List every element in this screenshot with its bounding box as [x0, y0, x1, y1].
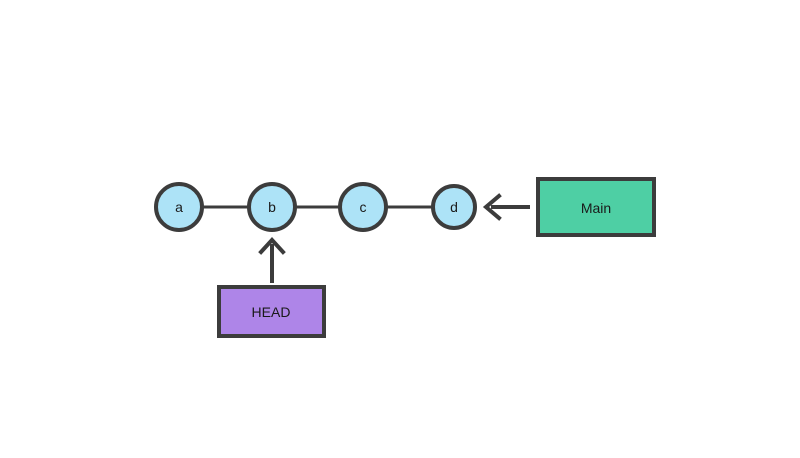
commit-node-d[interactable]: d — [431, 184, 477, 230]
head-box-rect — [217, 285, 326, 338]
branch-label-main[interactable]: Main — [536, 177, 656, 237]
commit-circle-a — [154, 182, 204, 232]
commit-circle-c — [338, 182, 388, 232]
commit-node-c[interactable]: c — [338, 182, 388, 232]
branch-box-main-rect — [536, 177, 656, 237]
commit-label-b: b — [268, 199, 276, 215]
commit-node-b[interactable]: b — [247, 182, 297, 232]
head-box-label: HEAD — [252, 304, 291, 320]
commit-label-c: c — [360, 199, 367, 215]
head-label-box[interactable]: HEAD — [217, 285, 326, 338]
commit-label-d: d — [450, 199, 458, 215]
main-pointer-arrow-icon — [482, 193, 530, 221]
commit-label-a: a — [175, 199, 183, 215]
commit-circle-d — [431, 184, 477, 230]
commit-node-a[interactable]: a — [154, 182, 204, 232]
commit-circle-b — [247, 182, 297, 232]
head-pointer-arrow-icon — [258, 237, 286, 283]
branch-box-main-label: Main — [581, 200, 611, 216]
